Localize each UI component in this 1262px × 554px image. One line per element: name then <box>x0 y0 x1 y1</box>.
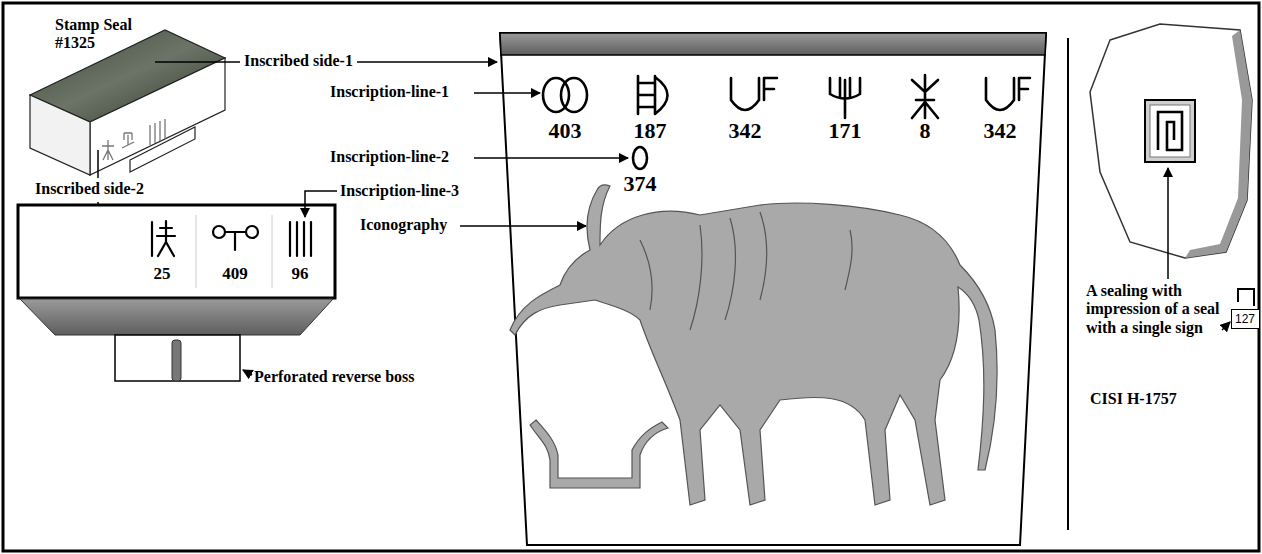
sealing-fragment <box>1090 24 1252 258</box>
bull-figure <box>760 212 767 300</box>
bull-figure <box>690 225 702 330</box>
sealing-fragment <box>1090 24 1252 258</box>
seal-face-panel <box>500 33 1046 55</box>
indus-signs <box>152 221 311 256</box>
leader-line <box>474 157 628 159</box>
sealing-fragment <box>1150 105 1190 157</box>
sign-number: 342 <box>984 118 1017 143</box>
indus-signs <box>543 75 1030 169</box>
stamp-seal-block <box>30 95 90 175</box>
indus-signs <box>638 76 668 114</box>
bull-figure <box>845 230 852 290</box>
sign-number: 409 <box>222 264 248 284</box>
indus-signs <box>152 221 175 256</box>
callout-label: Inscription-line-3 <box>340 182 459 200</box>
indus-signs <box>213 226 225 238</box>
callout-label: Inscribed side-1 <box>240 52 357 70</box>
sign-number: 187 <box>634 118 667 143</box>
seal-side-signs <box>102 140 114 160</box>
divider-line <box>1067 38 1069 530</box>
seal-side-panel <box>18 205 335 381</box>
callout-label: Iconography <box>360 216 447 234</box>
indus-signs <box>246 226 258 238</box>
callout-label: Inscription-line-2 <box>330 148 449 166</box>
impression-sign <box>1158 112 1182 150</box>
seal-side-signs <box>102 119 165 160</box>
leader-line <box>460 225 586 227</box>
bull-figure <box>510 185 997 505</box>
caption-note: A sealing with impression of a seal with… <box>1086 282 1222 337</box>
indus-signs <box>561 78 587 112</box>
sign-number: 374 <box>624 171 657 196</box>
callout-label: Inscription-line-1 <box>330 83 449 101</box>
indus-signs <box>912 75 938 118</box>
leader-line <box>305 191 337 217</box>
indus-signs <box>731 78 777 110</box>
seal-side-panel <box>272 215 273 288</box>
seal-face-panel <box>500 33 1046 545</box>
sign-127-symbol <box>1238 289 1254 306</box>
bull-figure <box>510 185 997 505</box>
indus-signs <box>225 232 246 250</box>
callout-label: Perforated reverse boss <box>254 368 415 386</box>
sign-number: 171 <box>829 118 862 143</box>
indus-signs <box>986 78 1030 110</box>
stamp-seal-block <box>130 127 195 172</box>
leader-line <box>1222 322 1230 330</box>
stamp-seal-block <box>90 58 225 175</box>
sign-number: 8 <box>920 118 931 143</box>
indus-signs <box>290 222 311 256</box>
stamp-seal-block <box>30 30 225 175</box>
seal-side-signs <box>150 119 165 145</box>
sign-number: 403 <box>549 118 582 143</box>
seal-side-panel <box>20 299 333 335</box>
catalogue-label: CISI H-1757 <box>1090 390 1177 408</box>
callout-label: Inscribed side-2 <box>35 180 144 198</box>
bull-figure <box>640 212 852 330</box>
sealing-fragment <box>1145 100 1195 162</box>
boss-perforation <box>172 340 181 381</box>
manger-symbol <box>530 420 668 488</box>
title-label: Stamp Seal #1325 <box>55 16 147 53</box>
bull-figure <box>725 218 735 320</box>
sign-number: 96 <box>292 264 309 284</box>
seal-side-panel <box>18 205 335 298</box>
sign-number: 342 <box>729 118 762 143</box>
reverse-boss <box>115 335 240 381</box>
indus-signs <box>633 147 647 169</box>
leader-line <box>474 92 540 94</box>
frame-border <box>3 3 1259 551</box>
leader-line <box>1167 168 1169 279</box>
seal-side-panel <box>196 215 197 288</box>
sign-number: 25 <box>154 264 171 284</box>
sign-number-box: 127 <box>1231 309 1260 329</box>
leader-line <box>243 370 252 375</box>
leader-line <box>97 150 99 178</box>
seal-side-signs <box>122 133 134 148</box>
seal-face-panel <box>500 33 1046 545</box>
node-text: 127 <box>1235 312 1256 326</box>
bull-figure <box>640 240 652 310</box>
indus-signs <box>830 78 860 118</box>
